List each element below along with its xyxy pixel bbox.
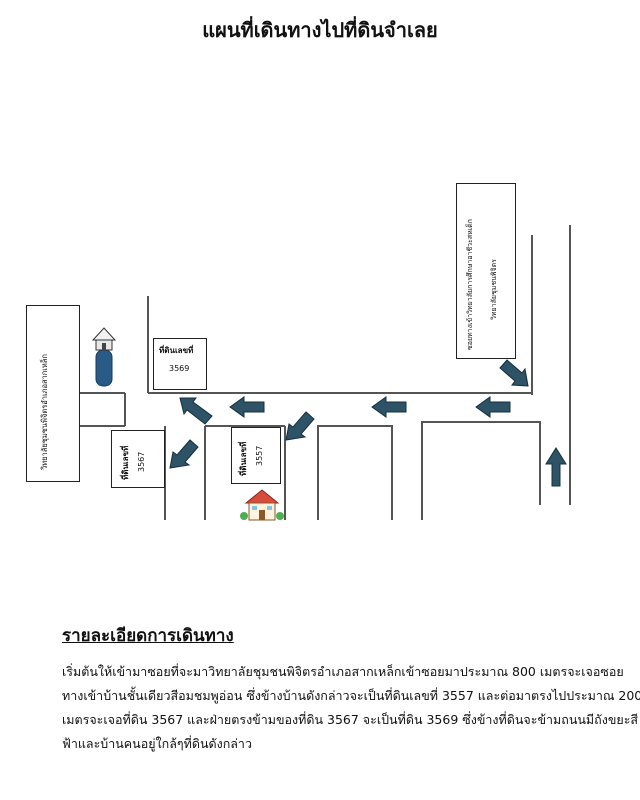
arrow-up-icon [545, 447, 567, 487]
arrow-down-left-icon [285, 411, 315, 441]
plot-3557-label: ที่ดินเลขที่ [239, 441, 248, 476]
page-title: แผนที่เดินทางไปที่ดินจำเลย [202, 18, 438, 42]
details-line: ทางเข้าบ้านชั้นเดียวสีอมชมพูอ่อน ซึ่งข้า… [62, 688, 640, 703]
school-sign-top [456, 183, 516, 359]
details-line: เมตรจะเจอที่ดิน 3567 และฝ่ายตรงข้ามของที… [62, 712, 639, 727]
water-tank-icon [91, 327, 117, 387]
road-lines [55, 225, 571, 520]
plot-3567-number: 3567 [137, 451, 146, 472]
arrow-down-right-icon [499, 359, 529, 387]
arrow-up-left-icon [179, 397, 213, 425]
school-label-top-line2: วิทยาลัยชุมชนพิจิตร [490, 259, 498, 320]
arrow-left-icon [475, 396, 511, 418]
school-sign-left [26, 305, 80, 482]
house-icon [240, 489, 284, 521]
route-map [55, 225, 571, 521]
details-line: ฟ้าและบ้านคนอยู่ใกล้ๆที่ดินดังกล่าว [62, 736, 252, 751]
details-line: เริ่มต้นให้เข้ามาซอยที่จะมาวิทยาลัยชุมชน… [62, 664, 624, 679]
road-line [317, 425, 393, 520]
arrow-down-left-icon [169, 439, 199, 469]
plot-3557-box [231, 427, 281, 484]
plot-3569-box [153, 338, 207, 390]
arrow-left-icon [371, 396, 407, 418]
details-heading: รายละเอียดการเดินทาง [62, 626, 234, 646]
plot-3567-box [111, 430, 165, 488]
plot-3557-number: 3557 [255, 445, 264, 466]
road-line [421, 421, 541, 520]
arrow-left-icon [229, 396, 265, 418]
school-label-top-line1: ซอยทางเข้าวิทยาลัยการศึกษาอาชีวะสหเด็ก [466, 219, 474, 350]
plot-3569-number: 3569 [169, 364, 190, 373]
plot-3569-label: ที่ดินเลขที่ [159, 346, 194, 355]
direction-arrows [169, 359, 567, 487]
plot-3567-label: ที่ดินเลขที่ [121, 445, 130, 480]
details-paragraph: เริ่มต้นให้เข้ามาซอยที่จะมาวิทยาลัยชุมชน… [62, 660, 640, 756]
school-label-left: วิทยาลัยชุมชนพิจิตรอำเภอสากเหล็ก [40, 354, 49, 470]
